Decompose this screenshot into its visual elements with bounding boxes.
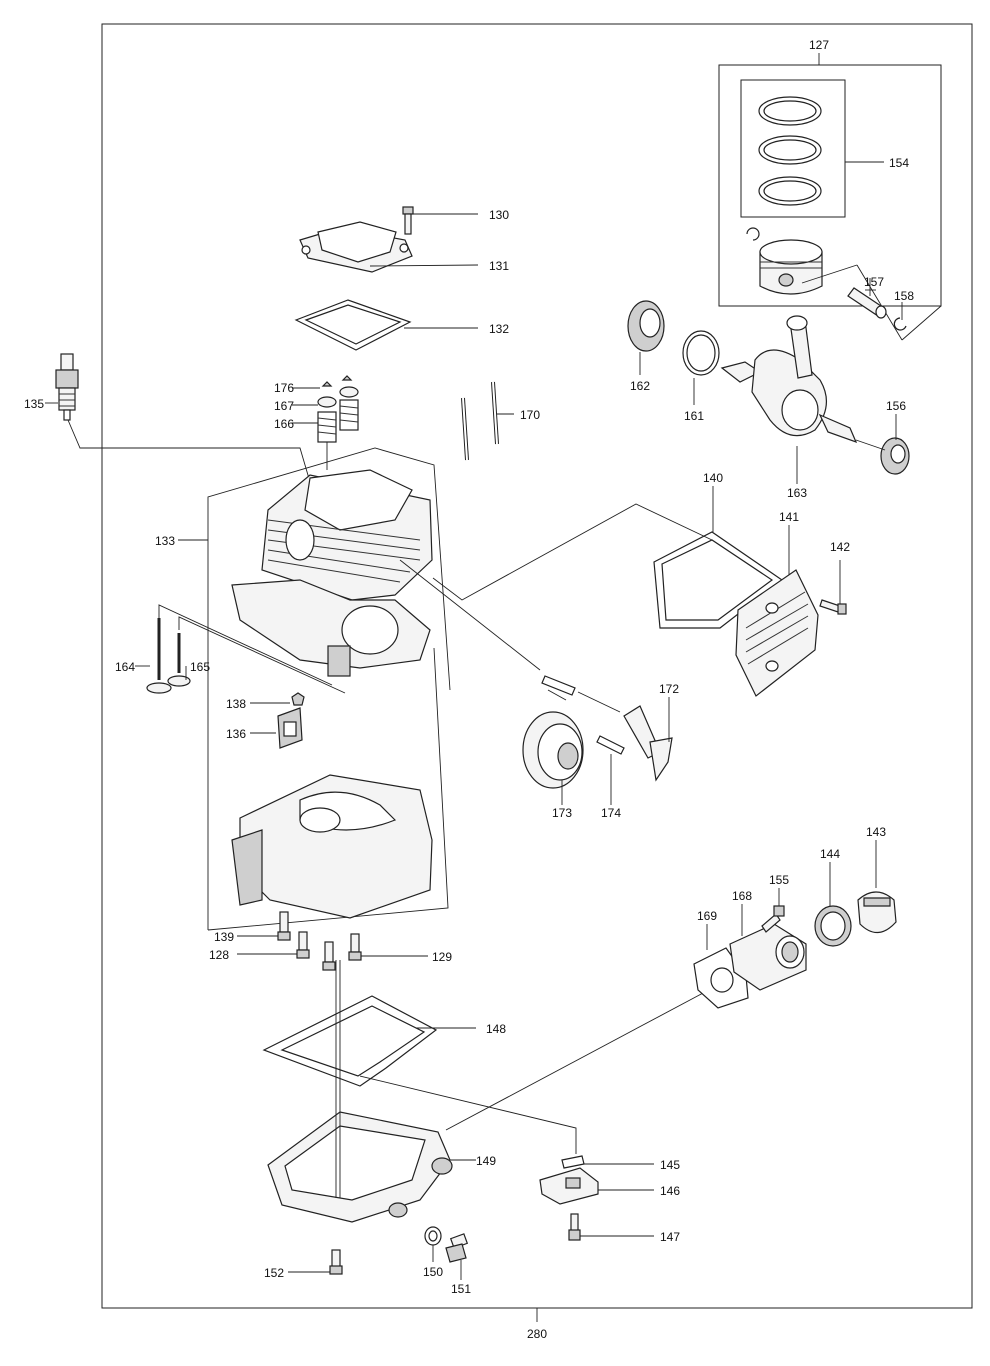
crankshaft [720, 315, 858, 444]
label-168: 168 [732, 889, 752, 903]
cylinder-block [231, 469, 433, 677]
oil-filler-cap [857, 891, 897, 934]
crankcase [231, 774, 433, 919]
bolt-mid [322, 941, 336, 971]
dowel-pin [541, 675, 576, 696]
label-162: 162 [630, 379, 650, 393]
label-150: 150 [423, 1265, 443, 1279]
label-143: 143 [866, 825, 886, 839]
cam-pin [596, 735, 625, 755]
label-173: 173 [552, 806, 572, 820]
label-165: 165 [190, 660, 210, 674]
oil-pan [267, 1111, 453, 1223]
label-149: 149 [476, 1154, 496, 1168]
label-129: 129 [432, 950, 452, 964]
label-164: 164 [115, 660, 135, 674]
bolt-128 [296, 931, 310, 959]
label-163: 163 [787, 486, 807, 500]
bolt-139 [277, 911, 291, 941]
washer-150 [424, 1226, 442, 1246]
label-138: 138 [226, 697, 246, 711]
label-142: 142 [830, 540, 850, 554]
label-158: 158 [894, 289, 914, 303]
label-139: 139 [214, 930, 234, 944]
label-133: 133 [155, 534, 175, 548]
label-145: 145 [660, 1158, 680, 1172]
label-141: 141 [779, 510, 799, 524]
piston [746, 227, 823, 295]
label-280: 280 [527, 1327, 547, 1341]
label-176: 176 [274, 381, 294, 395]
label-154: 154 [889, 156, 909, 170]
crankcase-cover [735, 569, 819, 697]
piston-ring-box [740, 79, 846, 218]
circlip [893, 317, 907, 331]
label-132: 132 [489, 322, 509, 336]
bolt-152 [329, 1249, 343, 1275]
label-128: 128 [209, 948, 229, 962]
drain-plug [445, 1233, 469, 1263]
piston-kit-box [718, 64, 942, 307]
push-rods [461, 381, 499, 461]
spark-plug [55, 353, 79, 421]
label-144: 144 [820, 847, 840, 861]
bolt-130 [402, 206, 414, 235]
label-172: 172 [659, 682, 679, 696]
label-146: 146 [660, 1184, 680, 1198]
sensor-146 [539, 1167, 599, 1205]
valve-keepers [321, 375, 353, 387]
label-156: 156 [886, 399, 906, 413]
label-174: 174 [601, 806, 621, 820]
label-147: 147 [660, 1230, 680, 1244]
label-148: 148 [486, 1022, 506, 1036]
plate-145 [561, 1155, 585, 1169]
mount-136 [277, 707, 303, 749]
rocker-arm [623, 705, 673, 782]
piston-rings [758, 96, 822, 206]
label-151: 151 [451, 1282, 471, 1296]
label-152: 152 [264, 1266, 284, 1280]
piston-pin [847, 287, 887, 319]
label-169: 169 [697, 909, 717, 923]
valve-cover [299, 221, 413, 273]
screw-155 [761, 905, 785, 933]
bolt-142 [819, 599, 847, 615]
label-140: 140 [703, 471, 723, 485]
valve-cover-gasket [294, 299, 412, 351]
label-167: 167 [274, 399, 294, 413]
oil-seal-right [880, 437, 910, 475]
label-170: 170 [520, 408, 540, 422]
screw-147 [568, 1213, 581, 1241]
filler-neck [729, 923, 807, 991]
label-136: 136 [226, 727, 246, 741]
label-155: 155 [769, 873, 789, 887]
bolt-129 [348, 933, 362, 961]
fitting-138 [291, 692, 305, 706]
label-127: 127 [809, 38, 829, 52]
camshaft-gear [522, 711, 584, 789]
exhaust-valve [146, 618, 172, 694]
oil-pan-gasket [262, 995, 438, 1087]
label-135: 135 [24, 397, 44, 411]
label-130: 130 [489, 208, 509, 222]
spring-retainers [317, 386, 359, 408]
label-161: 161 [684, 409, 704, 423]
label-157: 157 [864, 275, 884, 289]
intake-valve [167, 633, 191, 687]
label-131: 131 [489, 259, 509, 273]
oil-seal-left [627, 300, 665, 352]
o-ring-144 [814, 905, 852, 947]
label-166: 166 [274, 417, 294, 431]
